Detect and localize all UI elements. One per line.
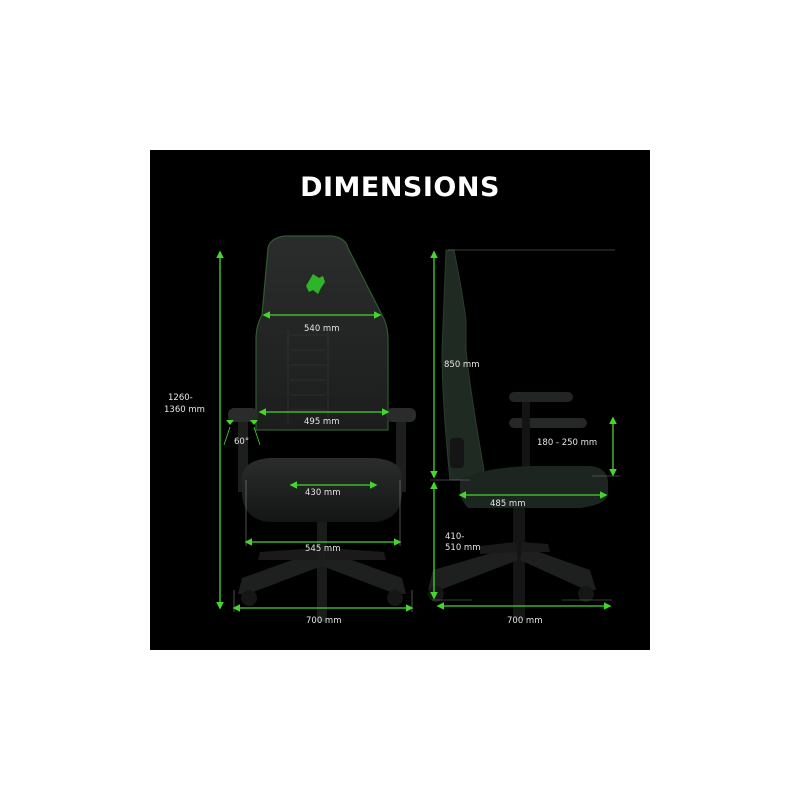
seat-height-label-line2: 510 mm xyxy=(445,543,481,553)
armrest-span-label: 545 mm xyxy=(305,544,341,554)
backrest-height-label: 850 mm xyxy=(444,360,480,370)
front-dimension-lines xyxy=(216,250,414,612)
armrest-height-label: 180 - 250 mm xyxy=(537,438,598,448)
front-extension-lines xyxy=(233,480,413,612)
page-title: DIMENSIONS xyxy=(300,172,500,203)
chair-illustration xyxy=(216,235,620,622)
overall-height-label-line2: 1360 mm xyxy=(164,405,205,415)
seat-height-label-line1: 410- xyxy=(445,532,465,542)
front-base-width-label: 700 mm xyxy=(306,616,342,626)
razer-logo-icon xyxy=(306,274,325,294)
overall-height-label-line1: 1260- xyxy=(168,393,193,403)
backrest-top-width-label: 540 mm xyxy=(304,324,340,334)
backrest-width-label: 495 mm xyxy=(304,417,340,427)
seat-width-label: 430 mm xyxy=(305,488,341,498)
seat-depth-label: 485 mm xyxy=(490,499,526,509)
front-chair xyxy=(228,235,416,622)
armrest-angle-label: 60° xyxy=(234,437,250,447)
side-extension-lines xyxy=(430,249,620,601)
side-chair xyxy=(428,249,608,620)
dimensions-panel: DIMENSIONS xyxy=(150,150,650,650)
side-dimension-lines xyxy=(430,250,617,610)
side-base-width-label: 700 mm xyxy=(507,616,543,626)
